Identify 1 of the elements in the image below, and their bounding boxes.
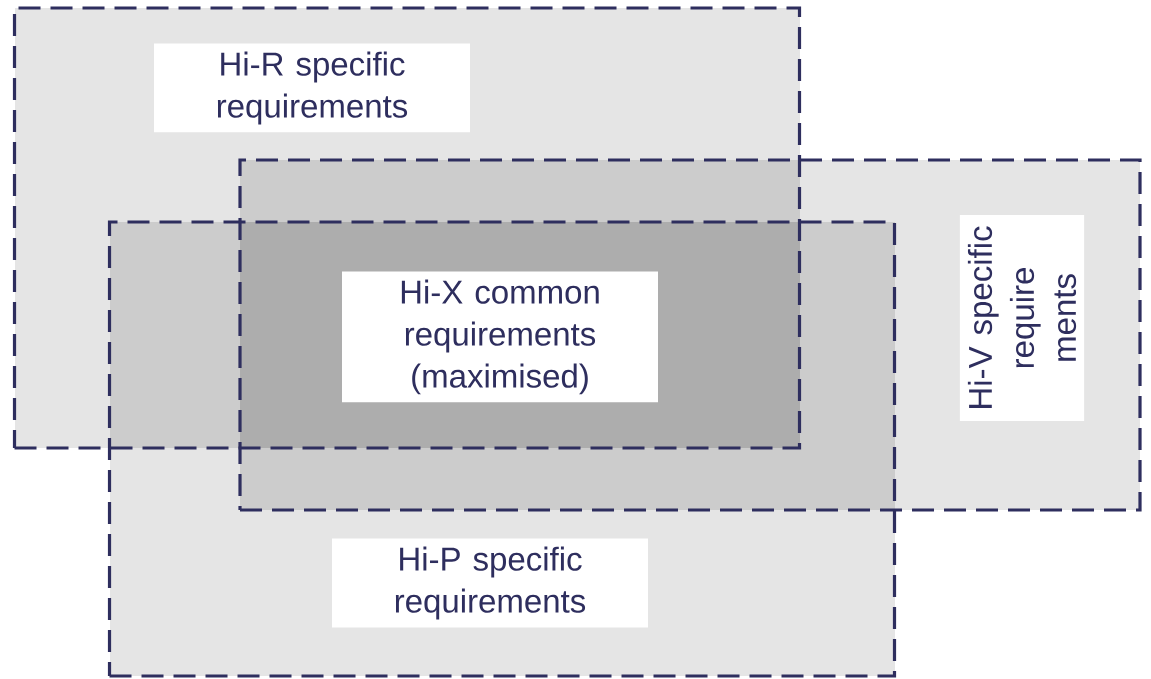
region-box: Hi-X common requirements (maximised) <box>342 271 658 403</box>
